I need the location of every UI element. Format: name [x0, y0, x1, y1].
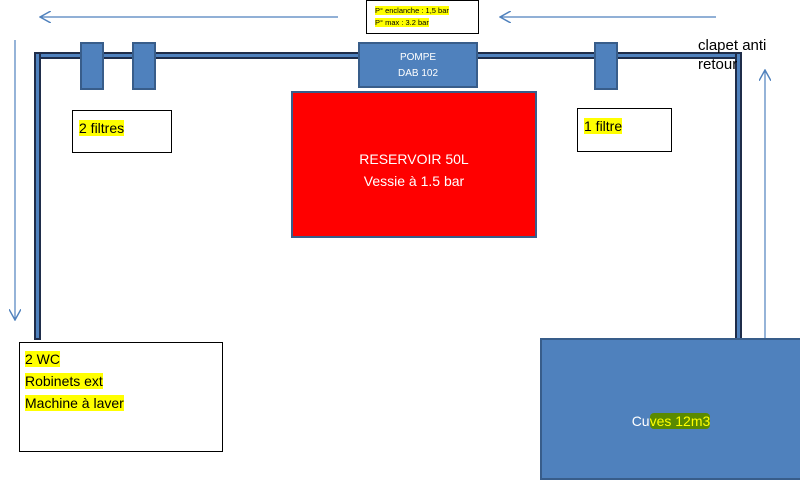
filters-left-label: 2 filtres [79, 120, 125, 136]
pump-label: POMPE [399, 52, 437, 63]
reservoir: RESERVOIR 50L Vessie à 1.5 bar [291, 91, 537, 238]
check-valve-label: clapet anti retour [698, 37, 767, 73]
tanks-label-prefix: Cu [631, 413, 650, 429]
pipe-right [735, 52, 742, 340]
filter-right [594, 42, 618, 90]
consumers-box: 2 WC Robinets ext Machine à laver [19, 342, 223, 452]
filter-left-1 [80, 42, 104, 90]
pump: POMPE DAB 102 [358, 42, 478, 88]
filters-left-label-box: 2 filtres [72, 110, 172, 153]
filter-left-2 [132, 42, 156, 90]
pipe-left [34, 52, 41, 340]
pump-pressure-max: P° max : 3.2 bar [375, 18, 429, 27]
reservoir-bladder: Vessie à 1.5 bar [363, 173, 465, 189]
pump-pressure-on: P° enclanche : 1,5 bar [375, 6, 449, 15]
consumer-wc: 2 WC [25, 351, 60, 367]
tanks: Cuves 12m3 [540, 338, 800, 480]
pump-model: DAB 102 [397, 68, 439, 79]
reservoir-label: RESERVOIR 50L [359, 151, 469, 167]
filter-right-label: 1 filtre [584, 118, 623, 134]
tanks-label-highlight: ves 12m3 [649, 413, 711, 429]
consumer-taps: Robinets ext [25, 373, 103, 389]
filter-right-label-box: 1 filtre [577, 108, 672, 152]
consumer-washing-machine: Machine à laver [25, 395, 124, 411]
pump-settings-box: P° enclanche : 1,5 bar P° max : 3.2 bar [366, 0, 479, 34]
